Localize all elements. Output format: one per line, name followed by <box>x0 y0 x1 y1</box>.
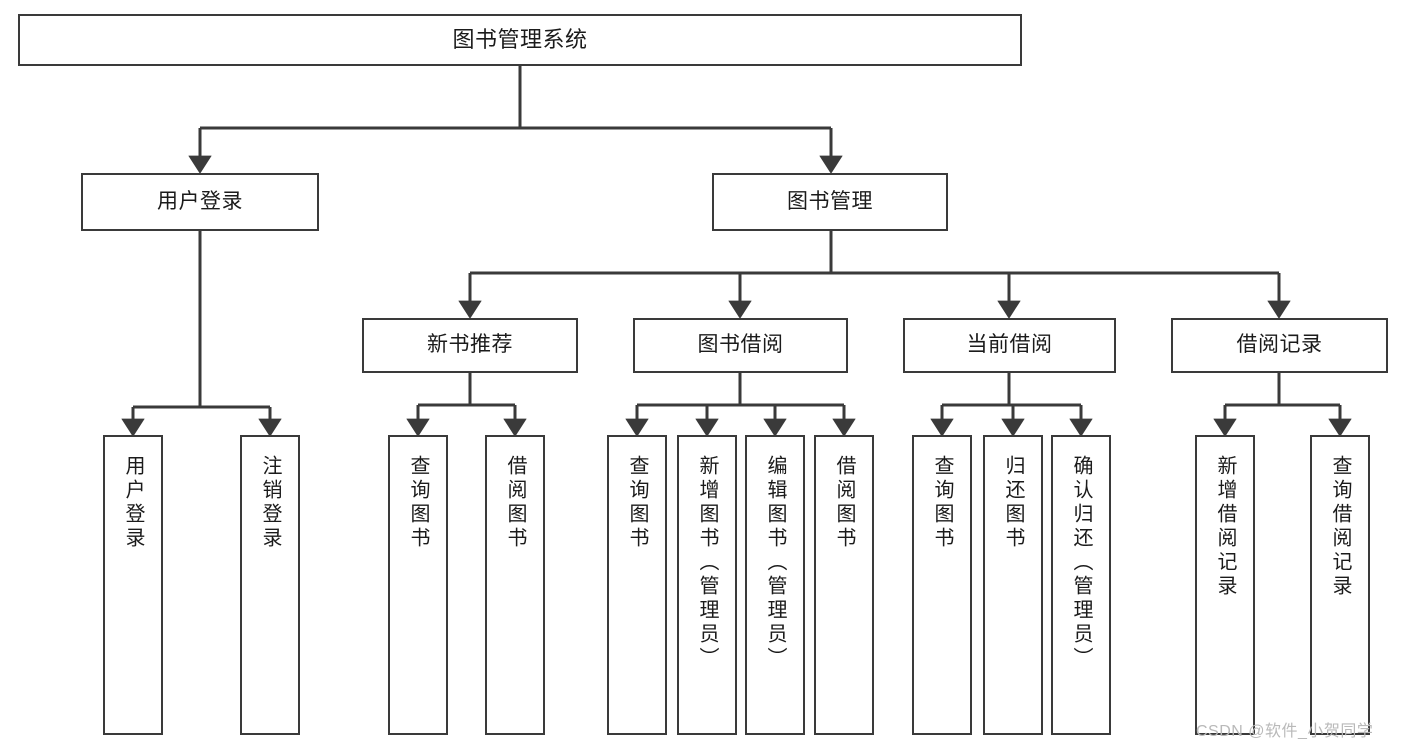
node-label: 图书借阅 <box>697 333 784 357</box>
watermark-csdn: CSDN @软件_小贺同学 <box>1196 723 1374 740</box>
node-leaf-query-book-newbook[interactable]: 查询图书 <box>388 435 448 735</box>
node-label: 用户登录 <box>157 189 243 213</box>
node-label: 查询图书 <box>931 455 953 551</box>
node-label: 新书推荐 <box>427 333 513 357</box>
node-label: 查询图书 <box>407 455 429 551</box>
node-label: 新增借阅记录 <box>1214 455 1236 599</box>
node-leaf-borrow-book[interactable]: 借阅图书 <box>814 435 874 735</box>
node-leaf-query-book-current[interactable]: 查询图书 <box>912 435 972 735</box>
node-label: 图书管理 <box>787 189 873 213</box>
node-new-book-recommend[interactable]: 新书推荐 <box>362 318 578 373</box>
node-label: 借阅图书 <box>833 455 855 551</box>
node-label: 借阅图书 <box>504 455 526 551</box>
node-leaf-add-book-admin[interactable]: 新增图书（管理员） <box>677 435 737 735</box>
node-label: 图书管理系统 <box>452 27 588 53</box>
node-label: 新增图书（管理员） <box>696 455 718 671</box>
node-user-login[interactable]: 用户登录 <box>81 173 319 231</box>
node-leaf-query-borrow-record[interactable]: 查询借阅记录 <box>1310 435 1370 735</box>
node-book-management[interactable]: 图书管理 <box>712 173 948 231</box>
node-book-borrow[interactable]: 图书借阅 <box>633 318 848 373</box>
node-label: 用户登录 <box>122 455 144 551</box>
node-label: 借阅记录 <box>1236 333 1323 357</box>
node-leaf-return-book[interactable]: 归还图书 <box>983 435 1043 735</box>
node-label: 确认归还（管理员） <box>1070 455 1092 671</box>
node-label: 注销登录 <box>259 455 281 551</box>
node-leaf-borrow-book-newbook[interactable]: 借阅图书 <box>485 435 545 735</box>
node-label: 查询图书 <box>626 455 648 551</box>
node-leaf-confirm-return-admin[interactable]: 确认归还（管理员） <box>1051 435 1111 735</box>
node-leaf-edit-book-admin[interactable]: 编辑图书（管理员） <box>745 435 805 735</box>
node-root-book-management-system[interactable]: 图书管理系统 <box>18 14 1022 66</box>
node-borrow-record[interactable]: 借阅记录 <box>1171 318 1388 373</box>
node-leaf-query-book-borrow[interactable]: 查询图书 <box>607 435 667 735</box>
node-leaf-add-borrow-record[interactable]: 新增借阅记录 <box>1195 435 1255 735</box>
node-label: 编辑图书（管理员） <box>764 455 786 671</box>
node-current-borrow[interactable]: 当前借阅 <box>903 318 1116 373</box>
node-leaf-user-login[interactable]: 用户登录 <box>103 435 163 735</box>
node-label: 当前借阅 <box>966 333 1053 357</box>
node-label: 查询借阅记录 <box>1329 455 1351 599</box>
node-label: 归还图书 <box>1002 455 1024 551</box>
node-leaf-logout[interactable]: 注销登录 <box>240 435 300 735</box>
